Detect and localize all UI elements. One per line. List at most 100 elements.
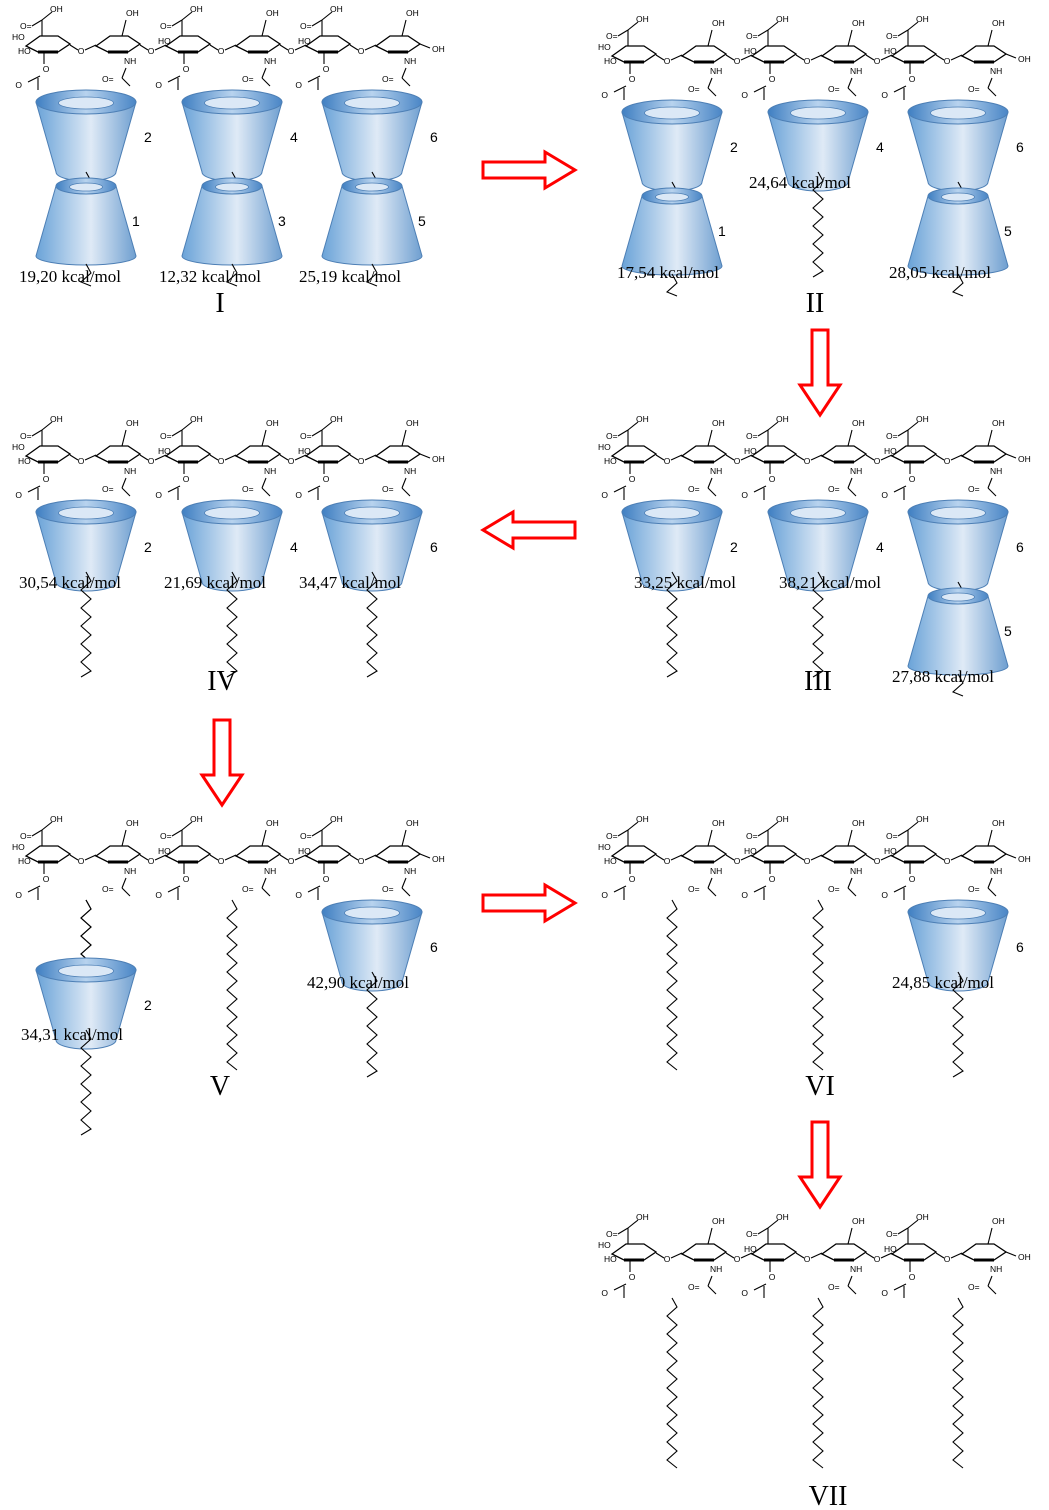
ester-o-label: O [629,874,636,884]
ester-bond [167,885,181,893]
acetyl-o-label: O= [382,74,394,84]
energy-label: 12,32 kcal/mol [159,267,261,286]
acetyl-bond [121,67,127,79]
carboxyl-bond [311,829,323,837]
carboxyl-bond [181,11,193,21]
ester-bond [753,485,767,493]
acetyl-bond [121,77,131,87]
carboxyl-bond [41,421,53,431]
energy-label: 21,69 kcal/mol [164,573,266,592]
acetyl-bond [401,477,407,489]
ho-label: HO [598,442,611,452]
glycosidic-o-label: O [874,56,881,66]
oh-label: OH [712,818,725,828]
ester-o-label: O [909,474,916,484]
cyclodextrin-body [35,511,137,592]
acetyl-o-label: O= [242,884,254,894]
carboxyl-bond [767,821,779,831]
cyclodextrin-number: 6 [1016,139,1024,155]
oh-label: OH [712,418,725,428]
terminal-bond [419,853,431,859]
cyclodextrin-body [35,185,137,266]
cyclodextrin-cavity [355,182,389,192]
ester-o-label: O [629,74,636,84]
carboxyl-bond [31,829,43,837]
sugar-ring [680,445,728,463]
oh-label: OH [776,814,789,824]
glycosidic-o-label: O [288,46,295,56]
cyclodextrin: 5 [321,177,426,266]
arrow-left-icon [480,509,577,551]
cyclodextrin-body [621,511,723,592]
glycosidic-bond [224,854,237,861]
ho-label: HO [298,846,311,856]
sugar-ring [680,1243,728,1261]
sugar-ring [164,35,212,53]
alkyl-chain [812,171,824,278]
glycosidic-bond [795,854,805,861]
glycosidic-bond [294,44,307,51]
carboxyl-bond [617,29,629,37]
oh-label: OH [776,414,789,424]
sugar-ring [94,845,142,863]
ester-carbonyl-label: O [881,90,888,100]
cyclodextrin: 1 [35,177,140,266]
acetyl-bond [707,77,713,89]
glycosidic-o-label: O [358,46,365,56]
panel-label: VII [809,1481,848,1510]
cyclodextrin-cavity [941,592,975,602]
alkyl-chain [812,899,824,1071]
arrow-right-icon [481,149,578,191]
cyclodextrin: 6 [321,899,438,992]
glycosidic-bond [655,54,665,61]
hydroxymethyl-bond [121,429,127,447]
acetyl-o-label: O= [382,484,394,494]
hydroxymethyl-bond [847,829,853,847]
ho-label: HO [298,446,311,456]
ester-bond [27,485,41,493]
sugar-ring [750,845,798,863]
acetyl-bond [847,1285,857,1295]
carbonyl-label: O= [746,31,758,41]
ester-bond [893,885,907,893]
glycosidic-bond [725,854,735,861]
nh-label: NH [710,1264,722,1274]
ester-o-label: O [323,64,330,74]
sugar-ring [304,445,352,463]
cyclodextrin-number: 6 [1016,939,1024,955]
cyclodextrin-cavity [344,906,400,920]
glycosidic-bond [810,454,823,461]
acetyl-o-label: O= [102,74,114,84]
terminal-bond [1005,853,1017,859]
acetyl-o-label: O= [688,484,700,494]
cyclodextrin: 1 [621,187,726,276]
glycosidic-o-label: O [944,56,951,66]
glycosidic-bond [279,854,289,861]
carbonyl-label: O= [886,31,898,41]
ester-bond [753,85,767,93]
carbonyl-label: O= [606,831,618,841]
ester-o-label: O [769,74,776,84]
glycosidic-bond [795,454,805,461]
panel-label: V [210,1071,230,1102]
alkyl-chain [951,673,964,697]
acetyl-bond [847,477,853,489]
oh-label: OH [50,814,63,824]
glycosidic-o-label: O [804,1254,811,1264]
glycosidic-o-label: O [734,1254,741,1264]
ester-carbonyl-label: O [15,890,22,900]
carbonyl-label: O= [606,31,618,41]
carboxyl-bond [321,11,333,21]
sugar-ring [94,445,142,463]
oh-label: OH [126,818,139,828]
acetyl-bond [987,87,997,97]
cyclodextrin-cavity [344,506,400,520]
carboxyl-bond [311,19,323,27]
acetyl-o-label: O= [242,484,254,494]
oh-label: OH [266,8,279,18]
carbonyl-label: O= [746,1229,758,1239]
energy-label: 34,31 kcal/mol [21,1025,123,1044]
ester-bond [27,885,41,893]
glycosidic-bond [935,1252,945,1259]
